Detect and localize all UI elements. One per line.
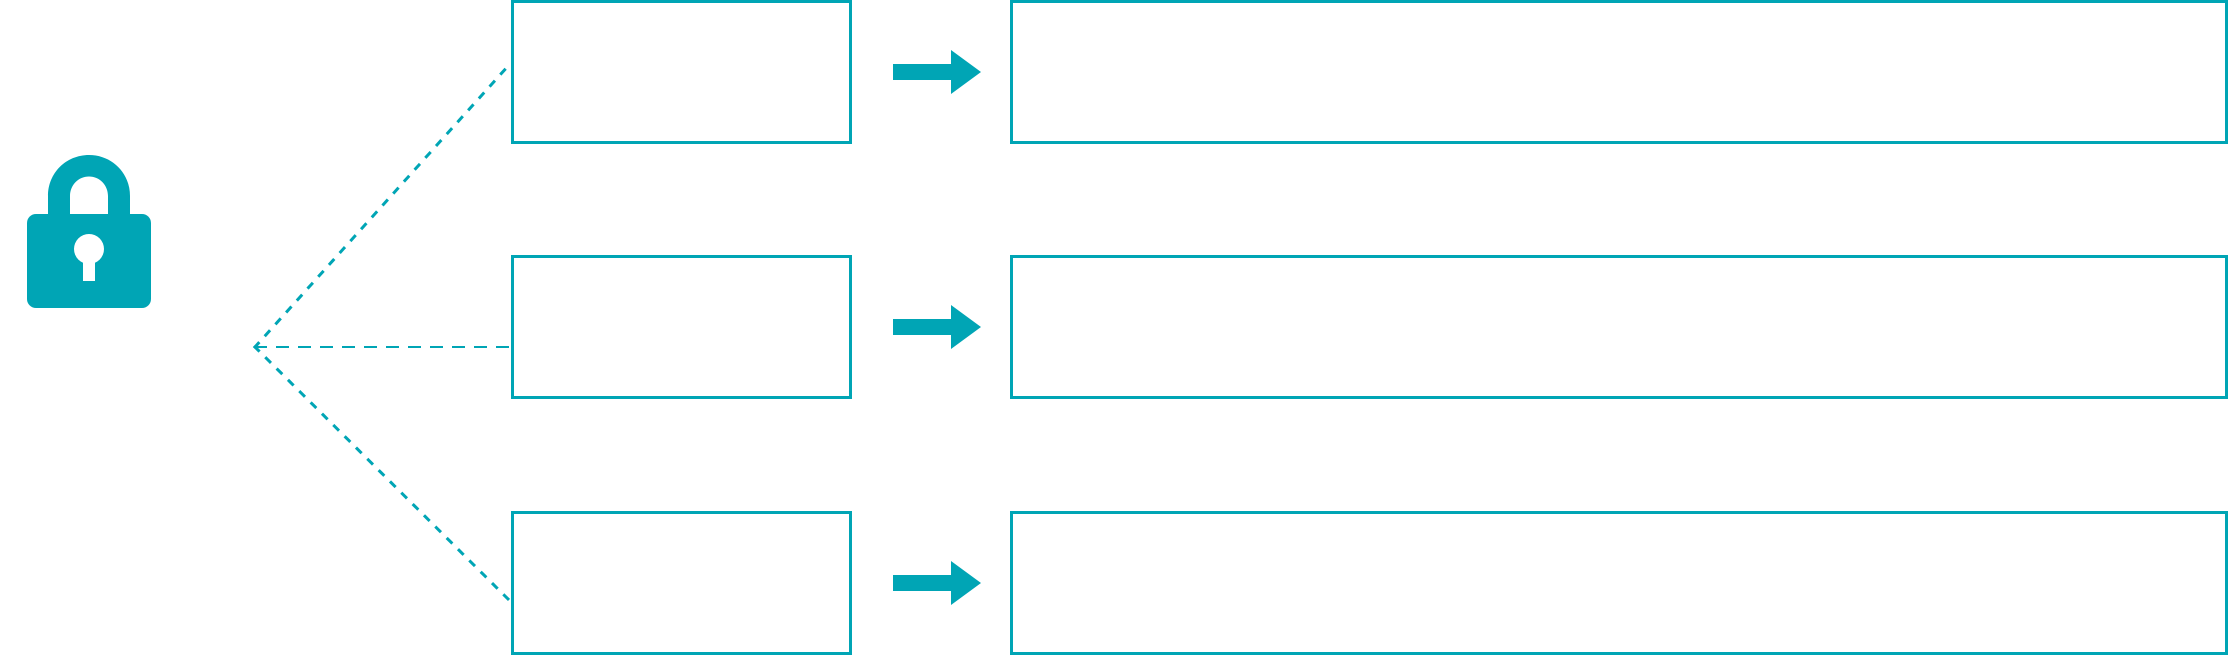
lock-icon: [26, 152, 152, 310]
arrow-right-icon: [893, 561, 981, 605]
small-box[interactable]: [511, 511, 852, 655]
diagram-row: [0, 255, 2229, 399]
small-box[interactable]: [511, 255, 852, 399]
large-box[interactable]: [1010, 511, 2228, 655]
large-box[interactable]: [1010, 255, 2228, 399]
arrow-right-icon: [893, 305, 981, 349]
small-box[interactable]: [511, 0, 852, 144]
diagram-row: [0, 0, 2229, 144]
large-box[interactable]: [1010, 0, 2228, 144]
diagram-row: [0, 511, 2229, 655]
arrow-right-icon: [893, 50, 981, 94]
